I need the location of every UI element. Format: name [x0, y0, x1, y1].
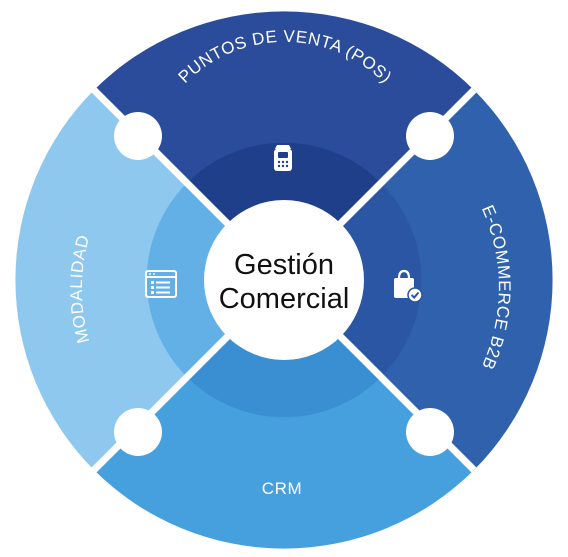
shopping-bag-check-icon: [394, 269, 423, 303]
segment-label-bottom: CRM: [262, 479, 303, 498]
connector-circle: [114, 112, 162, 160]
pos-terminal-icon: [274, 145, 292, 171]
browser-window-list-icon: [145, 270, 177, 298]
connector-circle: [114, 408, 162, 456]
center-title-line2: Comercial: [219, 283, 350, 315]
connector-circle: [406, 112, 454, 160]
center-title-line1: Gestión: [234, 249, 334, 281]
connector-circle: [406, 408, 454, 456]
center-circle: [204, 200, 364, 360]
